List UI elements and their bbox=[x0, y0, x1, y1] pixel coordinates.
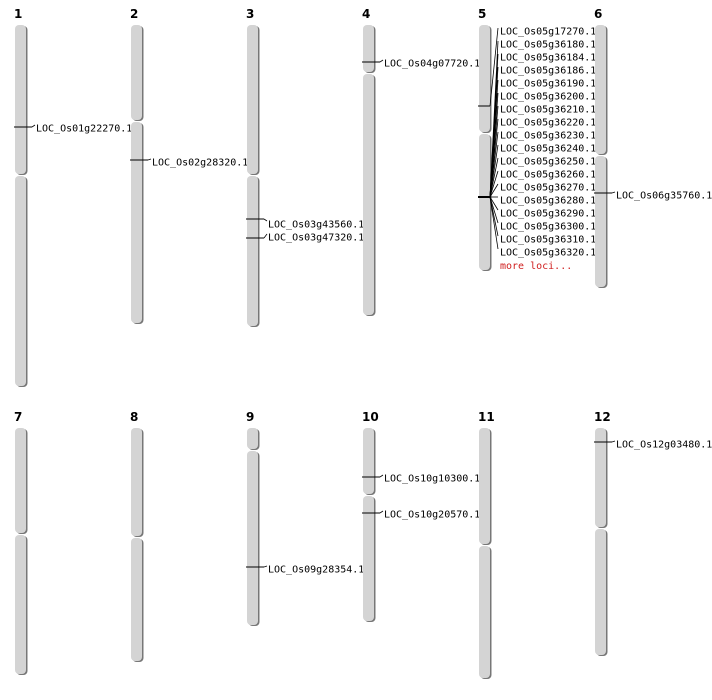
chromosome-label: 9 bbox=[246, 410, 254, 424]
locus-label[interactable]: LOC_Os01g22270.1 bbox=[36, 124, 132, 135]
locus-label[interactable]: LOC_Os05g36310.1 bbox=[500, 235, 596, 246]
q-arm bbox=[131, 538, 142, 661]
q-arm bbox=[15, 535, 26, 674]
p-arm bbox=[363, 25, 374, 72]
q-arm bbox=[247, 451, 258, 625]
p-arm bbox=[595, 428, 606, 527]
locus-label[interactable]: LOC_Os05g36270.1 bbox=[500, 183, 596, 194]
p-arm bbox=[131, 428, 142, 536]
locus-label[interactable]: LOC_Os05g36290.1 bbox=[500, 209, 596, 220]
locus-connector bbox=[489, 27, 499, 107]
more-loci-link[interactable]: more loci... bbox=[500, 261, 572, 272]
locus-connector bbox=[379, 510, 384, 514]
q-arm bbox=[479, 546, 490, 678]
locus-label[interactable]: LOC_Os09g28354.1 bbox=[268, 565, 364, 576]
q-arm bbox=[131, 122, 142, 323]
locus-connector bbox=[31, 124, 36, 128]
q-arm bbox=[595, 156, 606, 287]
locus-label[interactable]: LOC_Os05g36320.1 bbox=[500, 248, 596, 259]
locus-label[interactable]: LOC_Os05g36190.1 bbox=[500, 79, 596, 90]
p-arm bbox=[247, 25, 258, 174]
chromosome-label: 10 bbox=[362, 410, 379, 424]
chromosome-label: 12 bbox=[594, 410, 611, 424]
chromosome-8: 8 bbox=[130, 410, 144, 662]
locus-label[interactable]: LOC_Os05g36184.1 bbox=[500, 53, 596, 64]
locus-connector bbox=[147, 158, 152, 161]
chromosome-label: 4 bbox=[362, 7, 370, 21]
q-arm bbox=[595, 529, 606, 655]
locus-connector bbox=[489, 157, 499, 198]
chromosome-label: 11 bbox=[478, 410, 495, 424]
locus-connector bbox=[489, 170, 499, 198]
q-arm bbox=[247, 176, 258, 326]
chromosome-label: 2 bbox=[130, 7, 138, 21]
q-arm bbox=[479, 134, 490, 270]
locus-label[interactable]: LOC_Os05g36186.1 bbox=[500, 66, 596, 77]
locus-connector bbox=[379, 59, 384, 63]
locus-label[interactable]: LOC_Os05g36180.1 bbox=[500, 40, 596, 51]
p-arm bbox=[479, 25, 490, 132]
locus-label[interactable]: LOC_Os06g35760.1 bbox=[616, 191, 712, 202]
chromosome-label: 6 bbox=[594, 7, 602, 21]
locus-label[interactable]: LOC_Os02g28320.1 bbox=[152, 158, 248, 169]
locus-connector bbox=[489, 196, 499, 250]
locus-label[interactable]: LOC_Os05g36280.1 bbox=[500, 196, 596, 207]
locus-label[interactable]: LOC_Os05g17270.1 bbox=[500, 27, 596, 38]
locus-connector bbox=[489, 183, 499, 198]
p-arm bbox=[131, 25, 142, 120]
q-arm bbox=[15, 176, 26, 386]
locus-label[interactable]: LOC_Os05g36300.1 bbox=[500, 222, 596, 233]
p-arm bbox=[15, 25, 26, 174]
chromosome-7: 7 bbox=[14, 410, 28, 675]
chromosome-label: 7 bbox=[14, 410, 22, 424]
locus-label[interactable]: LOC_Os05g36230.1 bbox=[500, 131, 596, 142]
locus-label[interactable]: LOC_Os05g36220.1 bbox=[500, 118, 596, 129]
locus-connector bbox=[489, 196, 499, 211]
locus-connector bbox=[611, 440, 616, 443]
locus-label[interactable]: LOC_Os05g36260.1 bbox=[500, 170, 596, 181]
locus-label[interactable]: LOC_Os05g36210.1 bbox=[500, 105, 596, 116]
chromosome-label: 3 bbox=[246, 7, 254, 21]
locus-label[interactable]: LOC_Os03g47320.1 bbox=[268, 233, 364, 244]
locus-connector bbox=[263, 233, 268, 239]
q-arm bbox=[363, 74, 374, 315]
locus-label[interactable]: LOC_Os05g36240.1 bbox=[500, 144, 596, 155]
locus-connector bbox=[263, 218, 268, 222]
chromosome-5: 5LOC_Os05g17270.1LOC_Os05g36180.1LOC_Os0… bbox=[478, 7, 596, 272]
locus-label[interactable]: LOC_Os12g03480.1 bbox=[616, 440, 712, 451]
chromosome-label: 8 bbox=[130, 410, 138, 424]
locus-connector bbox=[489, 144, 499, 198]
chromosome-11: 11 bbox=[478, 410, 495, 679]
locus-connector bbox=[379, 474, 384, 478]
locus-label[interactable]: LOC_Os05g36200.1 bbox=[500, 92, 596, 103]
p-arm bbox=[247, 428, 258, 449]
p-arm bbox=[15, 428, 26, 533]
q-arm bbox=[363, 496, 374, 621]
p-arm bbox=[595, 25, 606, 154]
locus-label[interactable]: LOC_Os05g36250.1 bbox=[500, 157, 596, 168]
locus-connector bbox=[263, 565, 268, 568]
p-arm bbox=[363, 428, 374, 494]
locus-label[interactable]: LOC_Os10g10300.1 bbox=[384, 474, 480, 485]
locus-label[interactable]: LOC_Os04g07720.1 bbox=[384, 59, 480, 70]
locus-connector bbox=[611, 191, 616, 194]
chromosome-label: 1 bbox=[14, 7, 22, 21]
locus-label[interactable]: LOC_Os03g43560.1 bbox=[268, 220, 364, 231]
chromosome-label: 5 bbox=[478, 7, 486, 21]
p-arm bbox=[479, 428, 490, 544]
locus-label[interactable]: LOC_Os10g20570.1 bbox=[384, 510, 480, 521]
locus-connector bbox=[489, 196, 499, 224]
